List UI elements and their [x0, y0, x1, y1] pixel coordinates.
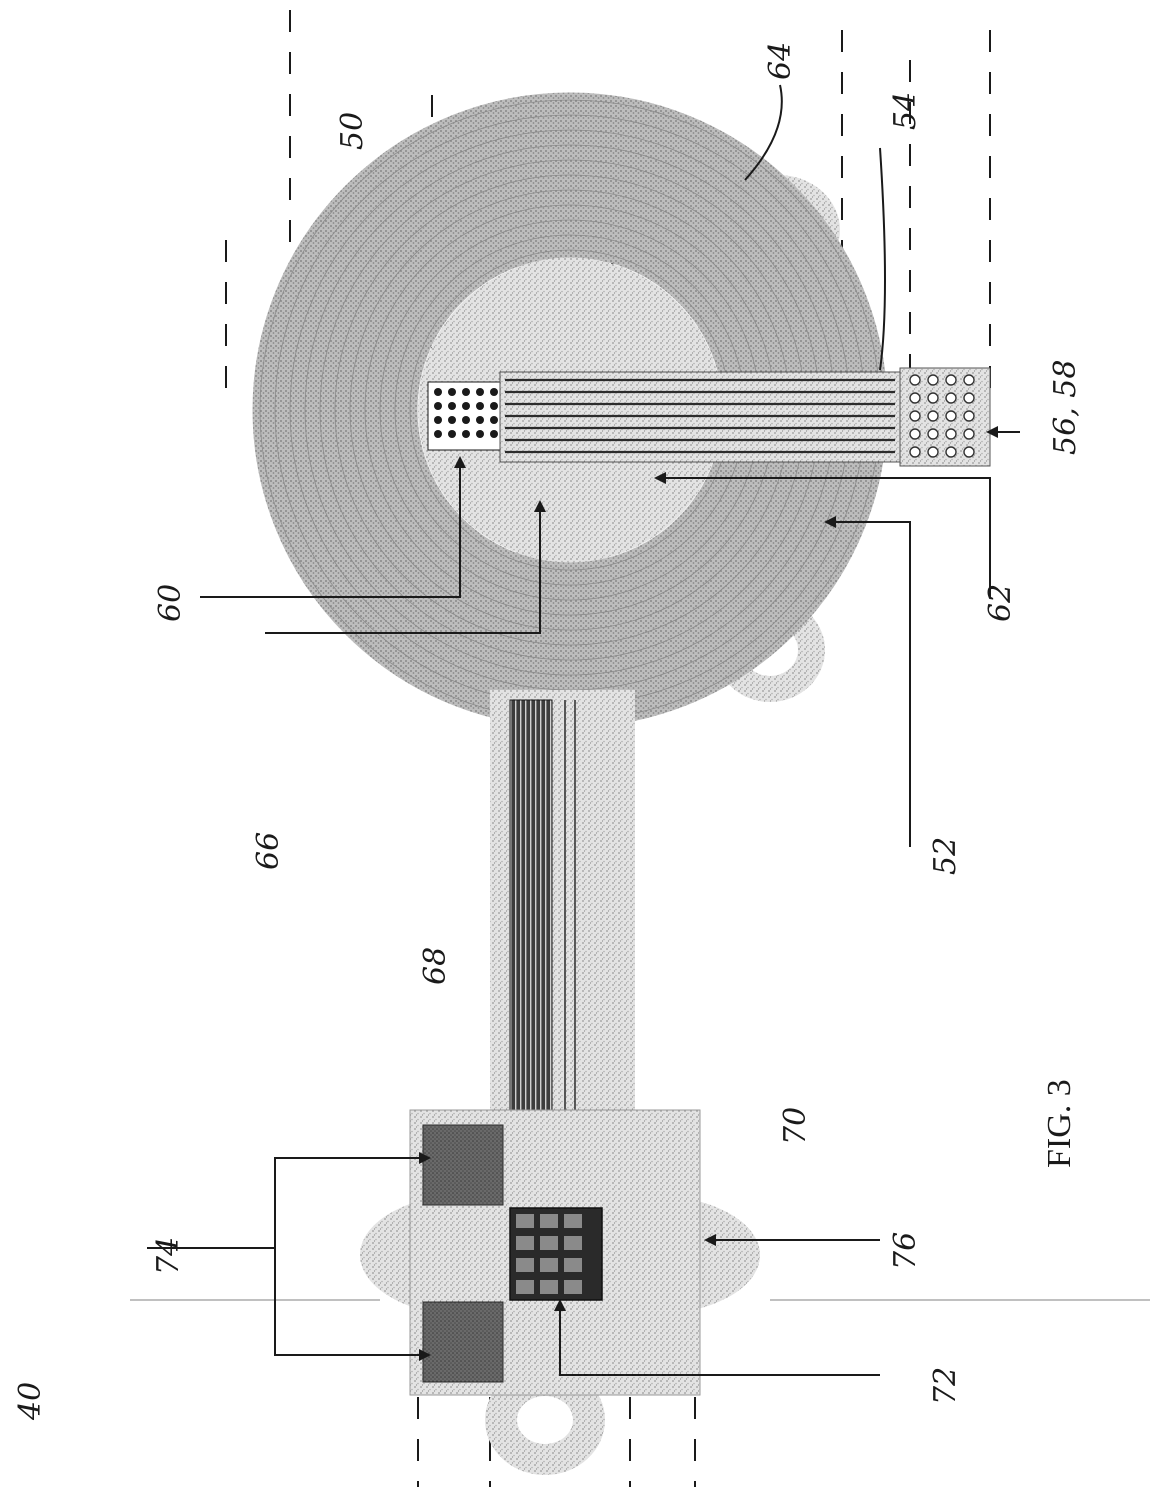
dark-pad-lower: [422, 1301, 504, 1383]
figure-caption: FIG. 3: [1041, 1079, 1078, 1168]
label-74: 74: [151, 1237, 186, 1275]
via-array: [427, 381, 501, 451]
label-76: 76: [888, 1232, 923, 1270]
label-70: 70: [778, 1107, 813, 1145]
leader-arrowheads: [419, 426, 998, 1361]
label-50: 50: [335, 112, 370, 150]
label-64: 64: [763, 42, 798, 80]
label-72: 72: [928, 1367, 963, 1405]
label-62: 62: [983, 584, 1018, 622]
label-54: 54: [888, 92, 923, 130]
reference-labels: 40 50 52 54 56, 58 60 62 64 66 68 70 72 …: [13, 42, 1083, 1421]
label-56-58: 56, 58: [1048, 360, 1083, 455]
ribbon-traces: [499, 367, 991, 467]
chip: [509, 1207, 603, 1301]
label-40: 40: [13, 1382, 48, 1421]
label-66: 66: [251, 832, 286, 870]
leader-lines: [147, 84, 1020, 1376]
label-60: 60: [153, 584, 188, 622]
dark-pad-upper: [422, 1124, 504, 1206]
label-52: 52: [928, 837, 963, 875]
label-68: 68: [418, 947, 453, 985]
